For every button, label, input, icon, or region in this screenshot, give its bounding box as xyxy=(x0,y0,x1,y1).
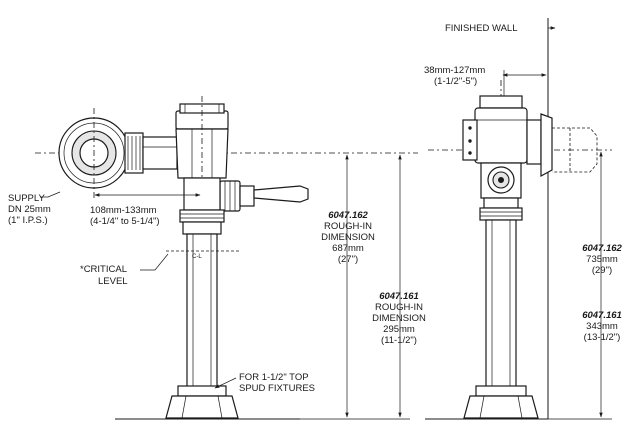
critical-label-2: LEVEL xyxy=(98,276,128,287)
side-view-labels: FINISHED WALL 38mm-127mm (1-1/2"-5") 604… xyxy=(424,23,623,343)
critical-level-leader xyxy=(140,253,169,271)
dim-762-right-text: 6047.162 735mm (29") xyxy=(582,243,622,276)
front-elevation-view: C-L xyxy=(35,96,418,420)
finished-wall-label: FINISHED WALL xyxy=(445,23,518,34)
width-dim-2: (4-1/4" to 5-1/4") xyxy=(90,216,160,227)
width-dim-1: 108mm-133mm xyxy=(90,205,157,216)
handle-assembly xyxy=(219,180,309,212)
supply-tube xyxy=(124,132,178,174)
svg-text:6047.162: 6047.162 xyxy=(328,210,368,221)
tailpiece xyxy=(179,177,225,223)
side-handle-hub xyxy=(480,162,522,199)
spud-label-2: SPUD FIXTURES xyxy=(239,383,315,394)
dim-761-left-text: 6047.161 ROUGH-IN DIMENSION 295mm (11-1/… xyxy=(372,291,426,346)
supply-stop xyxy=(58,108,130,198)
side-tailpiece xyxy=(479,197,523,395)
svg-text:343mm: 343mm xyxy=(586,321,618,332)
svg-text:DIMENSION: DIMENSION xyxy=(372,313,426,324)
flush-tube xyxy=(182,221,222,395)
svg-text:6047.161: 6047.161 xyxy=(582,310,622,321)
svg-text:(11-1/2"): (11-1/2") xyxy=(381,335,417,346)
critical-label-1: *CRITICAL xyxy=(80,264,127,275)
side-spud-coupling xyxy=(463,385,539,419)
svg-text:DIMENSION: DIMENSION xyxy=(321,232,375,243)
dim-761-right-text: 6047.161 343mm (13-1/2") xyxy=(582,310,622,343)
supply-label-1: SUPPLY xyxy=(8,193,45,204)
spud-leader xyxy=(214,377,237,389)
spud-coupling xyxy=(165,385,239,419)
svg-text:ROUGH-IN: ROUGH-IN xyxy=(324,221,372,232)
side-elevation-view xyxy=(425,18,612,420)
spud-label-1: FOR 1-1/2" TOP xyxy=(239,372,309,383)
offset-dim-1: 38mm-127mm xyxy=(424,65,485,76)
dim-762-left-text: 6047.162 ROUGH-IN DIMENSION 687mm (27") xyxy=(321,210,375,265)
side-valve-body xyxy=(462,95,598,178)
svg-text:6047.162: 6047.162 xyxy=(582,243,622,254)
supply-label-3: (1" I.P.S.) xyxy=(8,215,48,226)
critical-level-cl-mark: C-L xyxy=(192,254,202,260)
supply-label-2: DN 25mm xyxy=(8,204,51,215)
offset-dim-2: (1-1/2"-5") xyxy=(434,76,477,87)
svg-text:ROUGH-IN: ROUGH-IN xyxy=(375,302,423,313)
svg-text:(13-1/2"): (13-1/2") xyxy=(584,332,621,343)
front-view-labels: SUPPLY DN 25mm (1" I.P.S.) 108mm-133mm (… xyxy=(8,193,426,394)
svg-text:295mm: 295mm xyxy=(383,324,415,335)
supply-leader xyxy=(40,191,61,198)
svg-text:687mm: 687mm xyxy=(332,243,364,254)
svg-text:(27"): (27") xyxy=(338,254,358,265)
svg-text:6047.161: 6047.161 xyxy=(379,291,419,302)
svg-text:735mm: 735mm xyxy=(586,254,618,265)
svg-text:(29"): (29") xyxy=(592,265,612,276)
